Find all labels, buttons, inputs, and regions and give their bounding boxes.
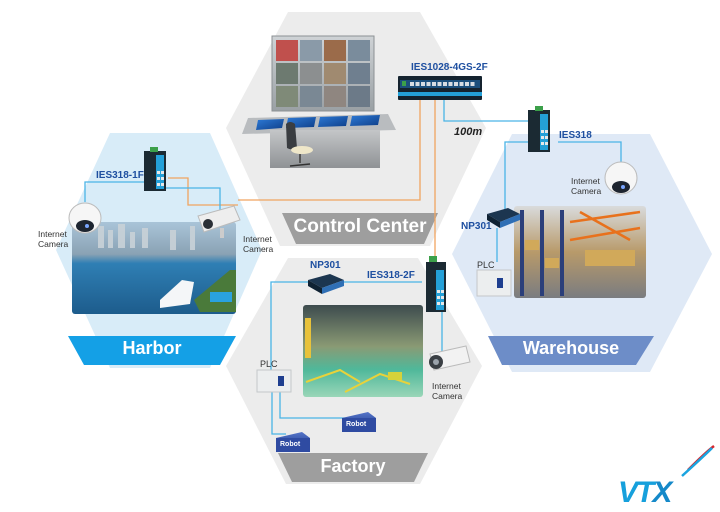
robot-1: [276, 432, 310, 452]
link-factory-plc: [270, 281, 310, 372]
operator-chair: [286, 122, 313, 167]
video-wall-tile: [300, 40, 322, 61]
factory-plc-device: [256, 369, 292, 393]
switch-port: [454, 82, 458, 86]
switch-port: [426, 82, 431, 86]
warehouse-np301-device: [487, 208, 520, 228]
warehouse-switch-device: [528, 106, 550, 152]
factory-bullet-camera: [429, 345, 471, 371]
harbor-photo: [72, 222, 236, 314]
video-wall-tile: [324, 63, 346, 84]
factory-switch-device: [426, 256, 446, 312]
video-wall-tile: [276, 40, 298, 61]
link-harbor-bullet: [164, 187, 221, 212]
warehouse-dome-camera: [604, 161, 638, 195]
link-harbor-dome: [84, 181, 150, 202]
link-core-warehouse: [443, 100, 528, 122]
warehouse-plc-label: PLC: [477, 260, 495, 270]
switch-port: [410, 82, 414, 86]
warehouse-np301-label: NP301: [461, 221, 492, 232]
factory-switch-label: IES318-2F: [367, 270, 415, 281]
fiber-links: [168, 100, 436, 262]
video-wall-tile: [300, 63, 322, 84]
robot-1-label: Robot: [280, 441, 301, 448]
factory-plc-label: PLC: [260, 359, 278, 369]
link-warehouse-np: [504, 141, 528, 210]
distance-label: 100m: [454, 126, 483, 138]
harbor-bullet-camera-label: Internet Camera: [243, 234, 274, 254]
warehouse-camera-label: Internet Camera: [571, 176, 602, 196]
harbor-title: Harbor: [122, 338, 182, 358]
vtx-logo-text: VTX: [618, 476, 672, 509]
fiber-link-harbor: [168, 177, 238, 206]
factory-np301-label: NP301: [310, 260, 341, 271]
factory-banner: [278, 453, 428, 482]
fiber-link-control: [238, 100, 421, 201]
harbor-banner: [68, 336, 236, 365]
warehouse-title: Warehouse: [522, 338, 620, 358]
warehouse-banner: [488, 336, 654, 365]
video-wall-tile: [348, 63, 370, 84]
switch-port: [437, 82, 442, 86]
switch-port: [448, 82, 453, 86]
video-wall-tile: [324, 40, 346, 61]
video-wall-tile: [276, 86, 298, 107]
switch-port: [465, 82, 469, 86]
video-wall-tile: [276, 63, 298, 84]
vtx-logo: [681, 445, 715, 477]
harbor-dome-camera-label: Internet Camera: [38, 229, 69, 249]
harbor-dome-camera: [68, 202, 102, 234]
video-wall: [271, 35, 375, 112]
core-switch-label: IES1028-4GS-2F: [411, 62, 488, 73]
core-switch-device: [398, 76, 482, 100]
warehouse-plc-device: [476, 269, 512, 297]
control-center-title: Control Center: [293, 216, 427, 237]
control-center-banner: [282, 213, 438, 244]
switch-port: [459, 82, 464, 86]
factory-photo: [303, 305, 423, 397]
factory-title: Factory: [320, 456, 386, 476]
video-wall-tile: [348, 40, 370, 61]
robot-2-label: Robot: [346, 421, 367, 428]
factory-camera-label: Internet Camera: [432, 381, 463, 401]
video-wall-tile: [324, 86, 346, 107]
harbor-switch-label: IES318-1F: [96, 170, 144, 181]
switch-port: [470, 82, 475, 86]
switch-port: [415, 82, 420, 86]
switch-port: [443, 82, 447, 86]
harbor-switch-device: [144, 147, 166, 191]
link-plc-robot1: [271, 384, 286, 435]
harbor-bullet-camera: [197, 205, 241, 238]
switch-port: [432, 82, 436, 86]
link-warehouse-dome: [558, 141, 622, 162]
warehouse-switch-label: IES318: [559, 130, 592, 141]
warehouse-photo: [514, 206, 646, 298]
link-plc-robot2: [279, 384, 348, 419]
video-wall-tile: [300, 86, 322, 107]
factory-np301-device: [308, 274, 344, 294]
robot-2: [342, 412, 376, 432]
switch-port: [421, 82, 425, 86]
video-wall-tile: [348, 86, 370, 107]
